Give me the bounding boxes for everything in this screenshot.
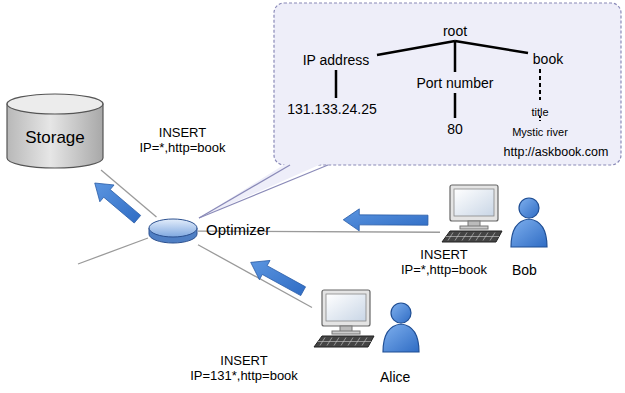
query-label: INSERT IP=131*,http=book: [180, 354, 308, 384]
tree-label-slot: Mystic river: [512, 122, 568, 140]
tree-label: title: [531, 106, 548, 119]
node-label: Storage: [25, 128, 85, 148]
callout-pointer-edge: [199, 165, 328, 218]
tree-label: 131.133.24.25: [287, 101, 377, 117]
tree-label: IP address: [303, 52, 370, 68]
storage-cylinder: Storage: [5, 92, 105, 170]
edge-label-slot: INSERT IP=*,http=book: [125, 126, 240, 156]
network-link-stub: [78, 238, 148, 264]
node-label: Optimizer: [206, 221, 270, 238]
tree-label-slot: 80: [447, 120, 463, 138]
tree-label-slot: http://askbook.com: [504, 142, 609, 160]
query-label: INSERT IP=*,http=book: [125, 126, 240, 156]
tree-label-slot: book: [533, 50, 563, 68]
edge-label-slot: INSERT IP=*,http=book: [388, 248, 500, 278]
callout-pointer-edge: [199, 165, 290, 218]
flow-arrow: [343, 209, 428, 231]
optimizer-router-icon: [148, 217, 198, 245]
flow-arrow: [251, 260, 306, 295]
tree-label-slot: 131.133.24.25: [287, 100, 377, 118]
node-label: Bob: [512, 262, 537, 278]
tree-label: book: [533, 51, 563, 67]
flow-arrow: [95, 183, 141, 223]
edge-label-slot: INSERT IP=131*,http=book: [180, 354, 308, 384]
tree-label: 80: [447, 121, 463, 137]
tree-label: Port number: [416, 75, 493, 91]
user-workstation-icon: [312, 290, 430, 390]
tree-label: root: [443, 23, 467, 39]
query-label: INSERT IP=*,http=book: [388, 248, 500, 278]
callout-box: [274, 3, 621, 165]
optimizer-router: Optimizer: [148, 217, 198, 245]
network-connector: [95, 170, 157, 223]
node-label: Alice: [380, 369, 410, 385]
network-connector: [198, 245, 312, 308]
tree-label: http://askbook.com: [504, 145, 609, 159]
tree-label-slot: root: [443, 22, 467, 40]
tree-label-slot: IP address: [303, 51, 370, 69]
tree-label-slot: title: [531, 102, 548, 120]
tree-label: Mystic river: [512, 126, 568, 139]
network-link: [198, 245, 312, 308]
callout-pointer: [199, 161, 328, 218]
tree-label-slot: Port number: [416, 74, 493, 92]
user-workstation: Alice: [312, 290, 430, 390]
